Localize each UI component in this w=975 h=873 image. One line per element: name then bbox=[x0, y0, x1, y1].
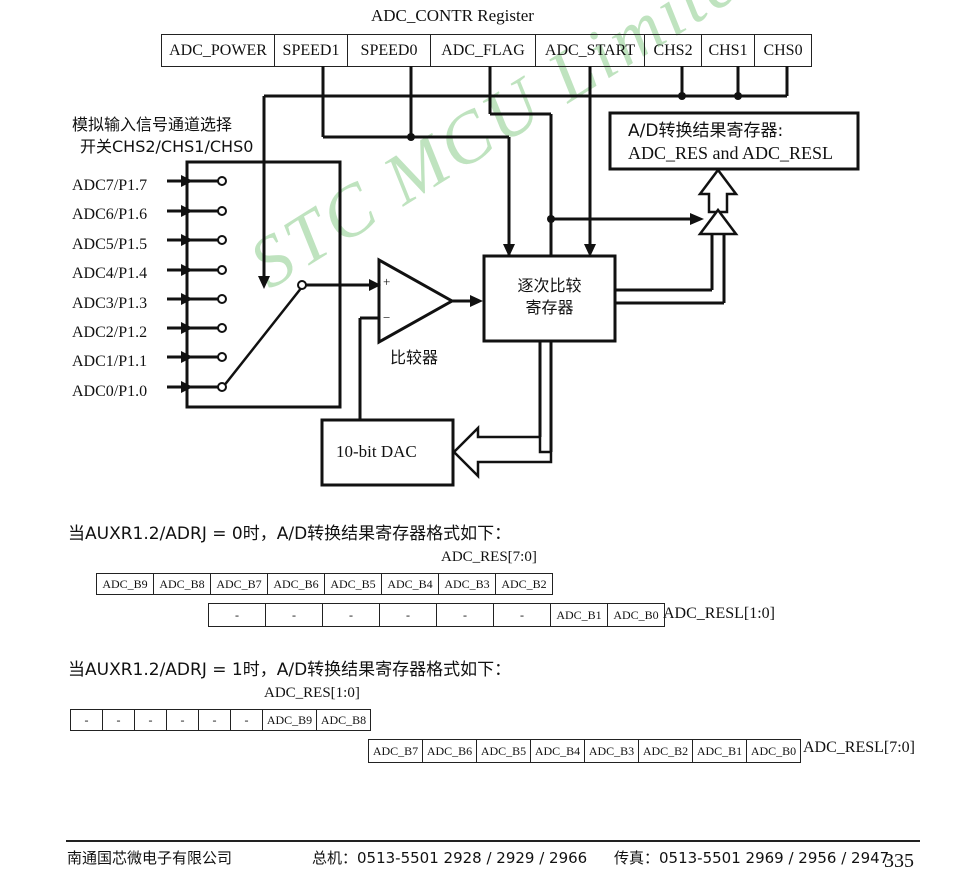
register-field: CHS2 bbox=[644, 34, 702, 67]
footer-company: 南通国芯微电子有限公司 bbox=[67, 849, 233, 867]
bit-cell: - bbox=[166, 709, 199, 731]
channel-label: ADC4/P1.4 bbox=[72, 265, 148, 283]
result-arrow bbox=[697, 167, 739, 214]
format0-intro: 当AUXR1.2/ADRJ = 0时，A/D转换结果寄存器格式如下： bbox=[68, 524, 512, 544]
channel-label: ADC1/P1.1 bbox=[72, 353, 148, 371]
comparator-minus: − bbox=[383, 310, 391, 325]
bit-cell: ADC_B2 bbox=[638, 739, 693, 763]
format1-resl-table: ADC_B7 ADC_B6 ADC_B5 ADC_B4 ADC_B3 ADC_B… bbox=[368, 739, 801, 763]
format1-res-label: ADC_RES[1:0] bbox=[264, 685, 360, 701]
register-field: SPEED0 bbox=[347, 34, 431, 67]
channel-label: ADC7/P1.7 bbox=[72, 177, 148, 194]
bit-cell: - bbox=[379, 603, 437, 627]
sar-to-dac-arrow bbox=[452, 424, 553, 480]
register-field: ADC_POWER bbox=[161, 34, 275, 67]
bit-cell: - bbox=[134, 709, 167, 731]
bit-cell: ADC_B1 bbox=[692, 739, 747, 763]
result-box-line1: A/D转换结果寄存器: bbox=[628, 121, 784, 141]
footer-phone: 总机：0513-5501 2928 / 2929 / 2966 bbox=[312, 849, 588, 867]
bit-cell: ADC_B7 bbox=[210, 573, 268, 595]
format0-res-label: ADC_RES[7:0] bbox=[441, 549, 537, 565]
bit-cell: ADC_B5 bbox=[324, 573, 382, 595]
channel-label: ADC5/P1.5 bbox=[72, 235, 148, 253]
format0-resl-table: - - - - - - ADC_B1 ADC_B0 bbox=[208, 603, 665, 627]
bit-cell: ADC_B9 bbox=[262, 709, 317, 731]
format1-resl-label: ADC_RESL[7:0] bbox=[803, 739, 915, 756]
bit-cell: ADC_B6 bbox=[267, 573, 325, 595]
sar-label-line1: 逐次比较 bbox=[517, 276, 582, 295]
bit-cell: ADC_B0 bbox=[746, 739, 801, 763]
sar-to-result-arrow bbox=[697, 207, 739, 236]
comparator-plus: + bbox=[383, 274, 391, 289]
bit-cell: - bbox=[198, 709, 231, 731]
comparator-shape bbox=[377, 257, 456, 345]
result-register-box bbox=[608, 111, 860, 171]
adc-block-diagram bbox=[167, 66, 860, 487]
bit-cell: ADC_B6 bbox=[422, 739, 477, 763]
register-field: SPEED1 bbox=[274, 34, 348, 67]
bit-cell: ADC_B2 bbox=[495, 573, 553, 595]
bit-cell: - bbox=[102, 709, 135, 731]
bit-cell: - bbox=[208, 603, 266, 627]
dac-label: 10-bit DAC bbox=[336, 442, 417, 461]
channel-label: ADC3/P1.3 bbox=[72, 294, 148, 312]
register-field: CHS0 bbox=[754, 34, 812, 67]
mux-label-line1: 模拟输入信号通道选择 bbox=[72, 115, 233, 134]
bit-cell: - bbox=[230, 709, 263, 731]
channel-label: ADC6/P1.6 bbox=[72, 206, 148, 224]
format1-intro: 当AUXR1.2/ADRJ = 1时，A/D转换结果寄存器格式如下： bbox=[68, 660, 512, 680]
channel-label: ADC2/P1.2 bbox=[72, 324, 148, 342]
page-number: 335 bbox=[884, 850, 914, 872]
format0-res-table: ADC_B9 ADC_B8 ADC_B7 ADC_B6 ADC_B5 ADC_B… bbox=[96, 573, 553, 595]
bit-cell: ADC_B1 bbox=[550, 603, 608, 627]
bit-cell: ADC_B3 bbox=[584, 739, 639, 763]
bit-cell: - bbox=[436, 603, 494, 627]
bit-cell: ADC_B8 bbox=[153, 573, 211, 595]
register-field: CHS1 bbox=[701, 34, 755, 67]
footer-fax: 传真：0513-5501 2969 / 2956 / 2947 bbox=[614, 849, 890, 867]
bit-cell: ADC_B8 bbox=[316, 709, 371, 731]
bit-cell: - bbox=[322, 603, 380, 627]
bit-cell: ADC_B9 bbox=[96, 573, 154, 595]
footer-rule bbox=[66, 840, 920, 842]
bit-cell: ADC_B7 bbox=[368, 739, 423, 763]
format0-resl-label: ADC_RESL[1:0] bbox=[663, 605, 775, 622]
bit-cell: ADC_B3 bbox=[438, 573, 496, 595]
result-box-line2: ADC_RES and ADC_RESL bbox=[628, 143, 834, 163]
mux-label-line2: 开关CHS2/CHS1/CHS0 bbox=[80, 137, 254, 156]
register-title: ADC_CONTR Register bbox=[371, 6, 534, 25]
channel-label: ADC0/P1.0 bbox=[72, 382, 148, 400]
bit-cell: ADC_B0 bbox=[607, 603, 665, 627]
bit-cell: - bbox=[265, 603, 323, 627]
register-fields-table: ADC_POWER SPEED1 SPEED0 ADC_FLAG ADC_STA… bbox=[161, 34, 812, 67]
bit-cell: - bbox=[70, 709, 103, 731]
comparator-label: 比较器 bbox=[390, 348, 439, 367]
sar-label-line2: 寄存器 bbox=[525, 298, 574, 317]
bit-cell: ADC_B4 bbox=[381, 573, 439, 595]
bit-cell: ADC_B4 bbox=[530, 739, 585, 763]
register-field: ADC_FLAG bbox=[430, 34, 536, 67]
bit-cell: ADC_B5 bbox=[476, 739, 531, 763]
format1-res-table: - - - - - - ADC_B9 ADC_B8 bbox=[70, 709, 371, 731]
bit-cell: - bbox=[493, 603, 551, 627]
